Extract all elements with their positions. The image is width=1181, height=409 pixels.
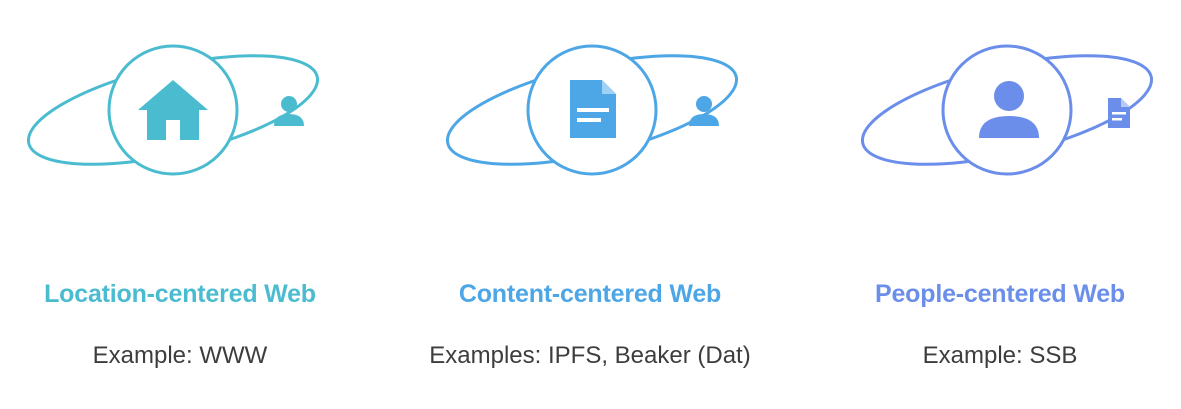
person-icon (689, 96, 719, 126)
panel-title: Content-centered Web (458, 280, 722, 308)
document-icon (1108, 98, 1130, 128)
people-orbit-diagram (860, 44, 1154, 176)
person-icon (274, 96, 304, 126)
panel-example: Examples: IPFS, Beaker (Dat) (429, 342, 751, 369)
panel-location-centered: Location-centered Web Example: WWW (0, 0, 360, 409)
location-orbit-diagram (26, 44, 320, 176)
panel-example: Example: WWW (92, 342, 268, 369)
document-icon (570, 80, 616, 138)
panel-title: People-centered Web (875, 280, 1125, 308)
content-orbit-diagram (445, 44, 739, 176)
panel-content-centered: Content-centered Web Examples: IPFS, Bea… (410, 0, 770, 409)
panel-people-centered: People-centered Web Example: SSB (820, 0, 1180, 409)
panel-title: Location-centered Web (44, 280, 316, 308)
panel-example: Example: SSB (922, 342, 1078, 369)
person-icon (979, 81, 1039, 138)
house-icon (138, 80, 208, 140)
